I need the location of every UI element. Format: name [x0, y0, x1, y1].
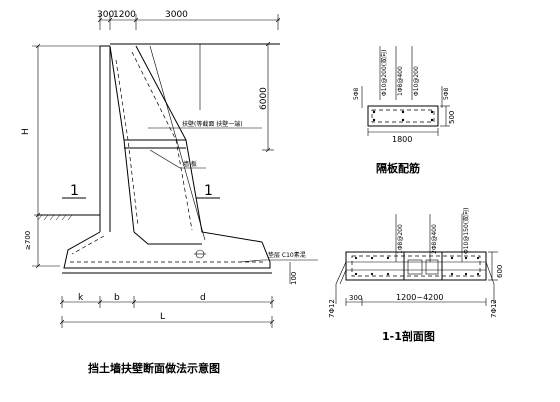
- partition-dim-height: 500: [448, 111, 456, 124]
- dim-H: H: [21, 128, 31, 135]
- dim-top-300: 300: [97, 10, 114, 20]
- dim-top-3000: 3000: [165, 10, 188, 20]
- main-section-drawing: 300 1200 3000 H ≥700: [21, 10, 318, 375]
- dim-top-1200: 1200: [113, 10, 136, 20]
- dim-b: b: [114, 293, 120, 303]
- dim-k: k: [78, 293, 84, 303]
- section-rebar-3: Φ10@150(双向): [462, 208, 470, 255]
- section-rebar-2: 2Φ8@400: [431, 224, 438, 254]
- section-dim-span: 1200~4200: [396, 293, 443, 302]
- dim-cushion: 100: [290, 272, 298, 285]
- dim-L: L: [160, 312, 165, 322]
- partition-title: 隔板配筋: [376, 161, 420, 175]
- dim-d: d: [200, 293, 206, 303]
- partition-rebar-2: 1Φ8@400: [397, 66, 404, 96]
- section-dim-height: 600: [496, 265, 504, 278]
- section-right-side: 7Φ12: [490, 299, 498, 318]
- partition-dim-width: 1800: [392, 135, 412, 144]
- main-caption: 挡土墙扶壁断面做法示意图: [88, 361, 220, 375]
- dim-height-right: 6000: [259, 87, 269, 110]
- partition-rebar-1: Φ10@200(双向): [380, 50, 388, 97]
- partition-rebar-drawing: Φ10@200(双向) 1Φ8@400 Φ10@200 5Φ8 5Φ8 500 …: [353, 46, 456, 175]
- section-dim-left-end: 300: [349, 294, 362, 302]
- section-title: 1-1剖面图: [382, 329, 435, 343]
- section-left-side: 7Φ12: [328, 299, 336, 318]
- partition-side-right: 5Φ8: [443, 87, 450, 100]
- label-buttress: 扶壁(等截面 扶壁一端): [182, 120, 243, 128]
- partition-rebar-3: Φ10@200: [413, 66, 420, 96]
- section-11-drawing: 1Φ8@200 2Φ8@400 Φ10@150(双向) 7Φ12 7Φ12 60…: [328, 208, 504, 344]
- section-mark-left: 1: [70, 183, 79, 199]
- dim-base: ≥700: [24, 231, 32, 250]
- label-cushion: 垫层 C10素混: [268, 251, 306, 259]
- section-rebar-1: 1Φ8@200: [397, 224, 404, 254]
- partition-side-left: 5Φ8: [353, 87, 360, 100]
- label-slab: 墙 板: [183, 160, 197, 168]
- section-mark-right: 1: [204, 183, 213, 199]
